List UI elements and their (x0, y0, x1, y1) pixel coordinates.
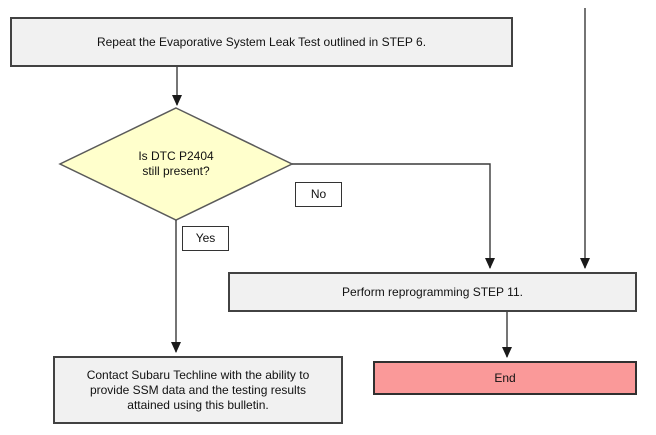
edge-label-yes-text: Yes (195, 231, 216, 245)
edge-label-no-text: No (310, 187, 327, 201)
edge-label-no: No (295, 182, 342, 207)
decision-dtc-present: Is DTC P2404 still present? (60, 149, 292, 179)
contact-line-3: attained using this bulletin. (127, 397, 269, 412)
process-perform-reprogramming: Perform reprogramming STEP 11. (228, 272, 637, 312)
process-perform-reprogramming-label: Perform reprogramming STEP 11. (342, 284, 523, 299)
process-repeat-leak-test-label: Repeat the Evaporative System Leak Test … (96, 34, 427, 49)
decision-line-1: Is DTC P2404 (138, 149, 214, 163)
process-contact-techline: Contact Subaru Techline with the ability… (53, 356, 343, 424)
process-repeat-leak-test: Repeat the Evaporative System Leak Test … (10, 17, 513, 67)
terminator-end: End (373, 361, 637, 395)
contact-line-2: provide SSM data and the testing results (89, 382, 307, 397)
connector-no-to-perform (292, 163, 495, 269)
terminator-end-label: End (494, 370, 516, 385)
decision-line-2: still present? (142, 164, 210, 178)
edge-label-yes: Yes (182, 226, 229, 251)
contact-line-1: Contact Subaru Techline with the ability… (86, 367, 310, 382)
